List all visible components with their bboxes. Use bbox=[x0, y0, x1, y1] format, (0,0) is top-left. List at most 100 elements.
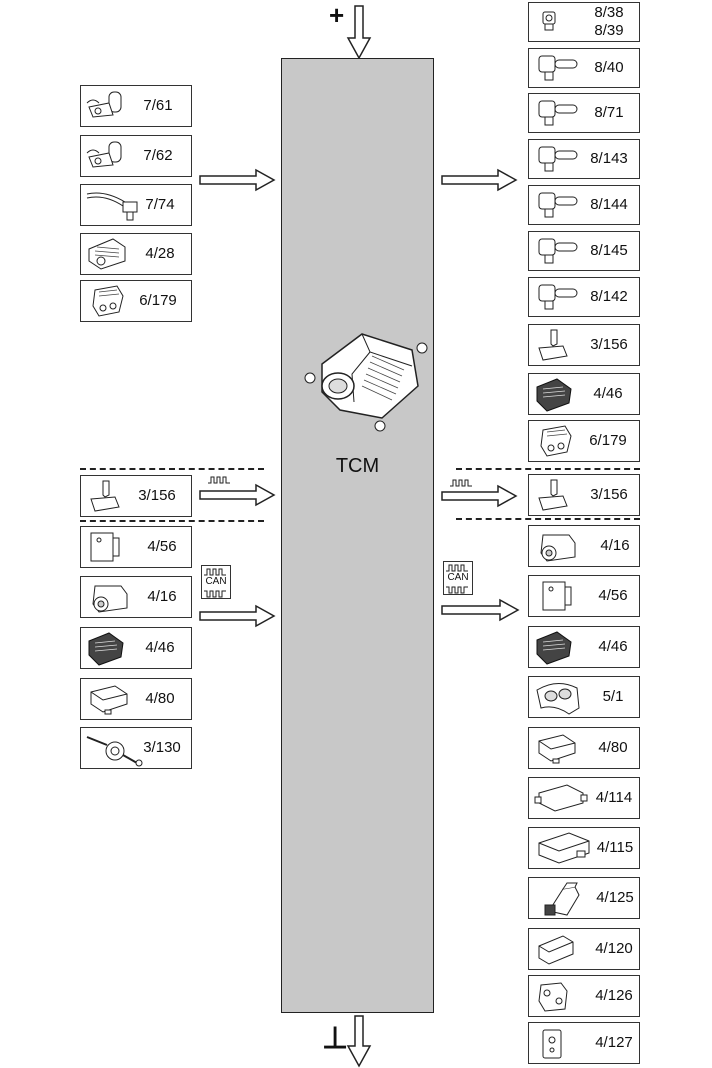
component-box: 4/56 bbox=[80, 526, 192, 568]
instrument-cluster-icon bbox=[536, 683, 580, 715]
control-module-icon bbox=[544, 882, 580, 916]
component-box: 4/46 bbox=[80, 627, 192, 669]
component-label: 4/80 bbox=[598, 739, 628, 756]
component-label: 4/114 bbox=[595, 789, 633, 806]
component-label: 5/1 bbox=[602, 688, 624, 705]
steering-switch-icon bbox=[86, 736, 143, 767]
can-arrow-icon bbox=[199, 604, 276, 628]
component-label: 4/80 bbox=[145, 690, 175, 707]
tcm-block bbox=[281, 58, 434, 1013]
switch-icon bbox=[86, 192, 138, 221]
component-label: 4/120 bbox=[595, 940, 633, 957]
separator-line bbox=[456, 518, 640, 520]
solenoid-valve-icon bbox=[538, 238, 578, 264]
gear-selector-icon bbox=[90, 480, 120, 512]
airbag-module-icon bbox=[90, 685, 128, 715]
component-box: 4/127 bbox=[528, 1022, 640, 1064]
component-label: 7/62 bbox=[143, 147, 173, 164]
can-arrow-icon bbox=[441, 598, 520, 622]
component-box: 8/142 bbox=[528, 277, 640, 317]
component-label: 4/16 bbox=[600, 537, 630, 554]
component-box: 3/156 bbox=[528, 474, 640, 516]
component-box: 8/40 bbox=[528, 48, 640, 88]
sensor-icon bbox=[86, 141, 122, 168]
component-label: 4/56 bbox=[147, 538, 177, 555]
actuator-icon bbox=[540, 425, 572, 457]
component-label: 4/125 bbox=[596, 889, 634, 906]
control-module-icon bbox=[538, 982, 568, 1012]
tcm-module-icon bbox=[304, 333, 428, 432]
component-label: 4/46 bbox=[598, 638, 628, 655]
control-module-icon bbox=[536, 631, 572, 665]
component-label: 6/179 bbox=[589, 432, 627, 449]
power-in-arrow-icon bbox=[346, 5, 372, 60]
can-waveform-icon bbox=[446, 564, 468, 572]
component-box: 7/61 bbox=[80, 85, 192, 127]
can-waveform-icon bbox=[446, 586, 468, 594]
component-label: 3/130 bbox=[143, 739, 181, 756]
pwm-signal-icon bbox=[208, 476, 230, 484]
component-box: 4/114 bbox=[528, 777, 640, 819]
power-plus-symbol: + bbox=[329, 0, 345, 30]
can-bus-icon: CAN bbox=[443, 561, 473, 595]
component-label: 4/28 bbox=[145, 245, 175, 262]
component-box: 6/179 bbox=[80, 280, 192, 322]
gear-selector-icon bbox=[538, 329, 568, 361]
component-label: 7/74 bbox=[145, 196, 175, 213]
can-label: CAN bbox=[447, 572, 469, 583]
component-box: 5/1 bbox=[528, 676, 640, 718]
component-label: 4/56 bbox=[598, 587, 628, 604]
solenoid-valve-icon bbox=[538, 100, 578, 126]
component-box: 4/80 bbox=[80, 678, 192, 720]
component-box: 8/144 bbox=[528, 185, 640, 225]
component-box: 4/16 bbox=[80, 576, 192, 618]
component-label: 4/16 bbox=[147, 588, 177, 605]
component-box: 6/179 bbox=[528, 420, 640, 462]
component-label: 3/156 bbox=[590, 336, 628, 353]
control-module-icon bbox=[536, 378, 572, 412]
component-box: 4/28 bbox=[80, 233, 192, 275]
component-box: 7/74 bbox=[80, 184, 192, 226]
output-arrow-icon bbox=[441, 168, 518, 192]
sensor-icon bbox=[86, 91, 122, 118]
solenoid-valve-icon bbox=[538, 146, 578, 172]
solenoid-valve-icon bbox=[542, 11, 556, 31]
airbag-module-icon bbox=[538, 734, 576, 764]
gear-selector-icon bbox=[538, 479, 568, 511]
pwm-signal-icon bbox=[450, 479, 472, 487]
component-box: 3/130 bbox=[80, 727, 192, 769]
control-module-icon bbox=[88, 238, 126, 270]
tcm-label: TCM bbox=[335, 455, 380, 477]
control-module-icon bbox=[542, 1029, 562, 1059]
separator-line bbox=[80, 468, 264, 470]
ground-symbol: ⊥ bbox=[322, 1022, 349, 1055]
component-label: 4/115 bbox=[596, 839, 634, 856]
component-label: 8/143 bbox=[590, 150, 628, 167]
component-box: 4/80 bbox=[528, 727, 640, 769]
signal-arrow-icon bbox=[199, 483, 276, 507]
can-waveform-icon bbox=[204, 590, 226, 598]
component-box: 3/156 bbox=[528, 324, 640, 366]
component-box: 4/46 bbox=[528, 373, 640, 415]
component-label: 4/46 bbox=[145, 639, 175, 656]
control-module-icon bbox=[542, 581, 572, 611]
control-module-icon bbox=[538, 935, 574, 965]
separator-line bbox=[456, 468, 640, 470]
component-box: 4/125 bbox=[528, 877, 640, 919]
signal-arrow-icon bbox=[441, 484, 518, 508]
control-module-icon bbox=[88, 632, 124, 666]
input-arrow-icon bbox=[199, 168, 276, 192]
component-box: 8/38 8/39 bbox=[528, 2, 640, 42]
solenoid-valve-icon bbox=[538, 55, 578, 81]
component-box: 4/120 bbox=[528, 928, 640, 970]
solenoid-valve-icon bbox=[538, 192, 578, 218]
control-module-icon bbox=[538, 832, 590, 864]
component-label: 8/145 bbox=[590, 242, 628, 259]
component-label: 3/156 bbox=[590, 486, 628, 503]
camera-module-icon bbox=[540, 534, 576, 562]
component-box: 4/16 bbox=[528, 525, 640, 567]
component-label: 8/142 bbox=[590, 288, 628, 305]
can-bus-icon: CAN bbox=[201, 565, 231, 599]
component-box: 4/46 bbox=[528, 626, 640, 668]
component-box: 8/143 bbox=[528, 139, 640, 179]
